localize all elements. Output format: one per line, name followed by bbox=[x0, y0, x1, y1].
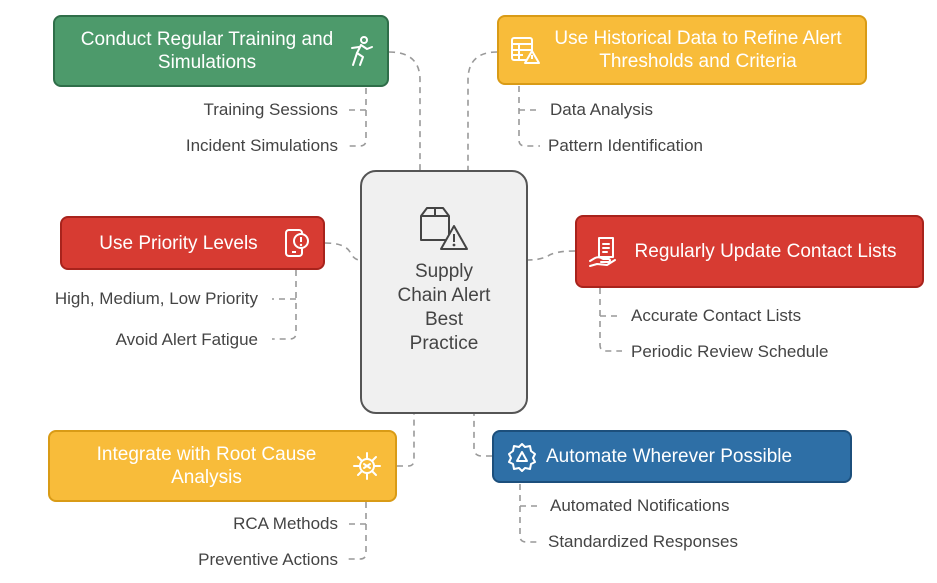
connector-contacts-items bbox=[599, 288, 622, 352]
item-standardized-responses: Standardized Responses bbox=[548, 532, 738, 551]
virus-icon bbox=[353, 452, 381, 480]
item-data-analysis: Data Analysis bbox=[550, 100, 653, 119]
item-accurate-contact-lists: Accurate Contact Lists bbox=[631, 306, 802, 325]
node-historical-label: Use Historical Data to Refine Alert Thre… bbox=[554, 28, 842, 72]
connector-training bbox=[388, 51, 421, 170]
connector-priority bbox=[324, 242, 361, 261]
connector-training-items bbox=[348, 88, 367, 147]
item-automated-notifications: Automated Notifications bbox=[550, 496, 730, 515]
item-training-sessions: Training Sessions bbox=[203, 100, 339, 119]
item-pattern-identification: Pattern Identification bbox=[548, 136, 703, 155]
node-rca: Integrate with Root Cause Analysis bbox=[48, 430, 397, 502]
center-title: Supply Chain Alert Best Practice bbox=[397, 261, 491, 354]
node-priority: Use Priority Levels bbox=[60, 216, 325, 270]
node-training: Conduct Regular Training and Simulations bbox=[53, 15, 389, 87]
connector-priority-items bbox=[272, 270, 297, 340]
item-preventive-actions: Preventive Actions bbox=[198, 550, 338, 569]
center-node: Supply Chain Alert Best Practice bbox=[360, 170, 528, 414]
node-contacts-label: Regularly Update Contact Lists bbox=[634, 241, 897, 262]
gear-alert-icon bbox=[508, 442, 536, 472]
table-alert-icon bbox=[511, 37, 540, 64]
connector-contacts bbox=[527, 250, 576, 261]
connector-historical bbox=[467, 51, 498, 170]
node-rca-label: Integrate with Root Cause Analysis bbox=[96, 444, 317, 488]
connector-historical-items bbox=[518, 86, 540, 147]
node-training-label: Conduct Regular Training and Simulations bbox=[80, 29, 334, 73]
item-incident-simulations: Incident Simulations bbox=[185, 136, 338, 155]
person-running-icon bbox=[351, 36, 373, 66]
connector-automate bbox=[473, 414, 492, 457]
item-periodic-review-schedule: Periodic Review Schedule bbox=[631, 342, 829, 361]
box-alert-icon bbox=[420, 207, 468, 250]
node-automate-label: Automate Wherever Possible bbox=[546, 446, 793, 467]
item-avoid-alert-fatigue: Avoid Alert Fatigue bbox=[115, 330, 258, 349]
node-contacts: Regularly Update Contact Lists bbox=[575, 215, 924, 288]
node-historical: Use Historical Data to Refine Alert Thre… bbox=[497, 15, 867, 85]
phone-alert-icon bbox=[285, 229, 309, 257]
connector-rca-items bbox=[346, 502, 367, 560]
item-priority-levels: High, Medium, Low Priority bbox=[54, 289, 258, 308]
connector-automate-items bbox=[519, 484, 540, 543]
item-rca-methods: RCA Methods bbox=[233, 514, 338, 533]
hand-document-icon bbox=[589, 236, 616, 267]
node-priority-label: Use Priority Levels bbox=[99, 232, 258, 254]
connector-rca bbox=[397, 414, 415, 467]
node-automate: Automate Wherever Possible bbox=[492, 430, 852, 483]
